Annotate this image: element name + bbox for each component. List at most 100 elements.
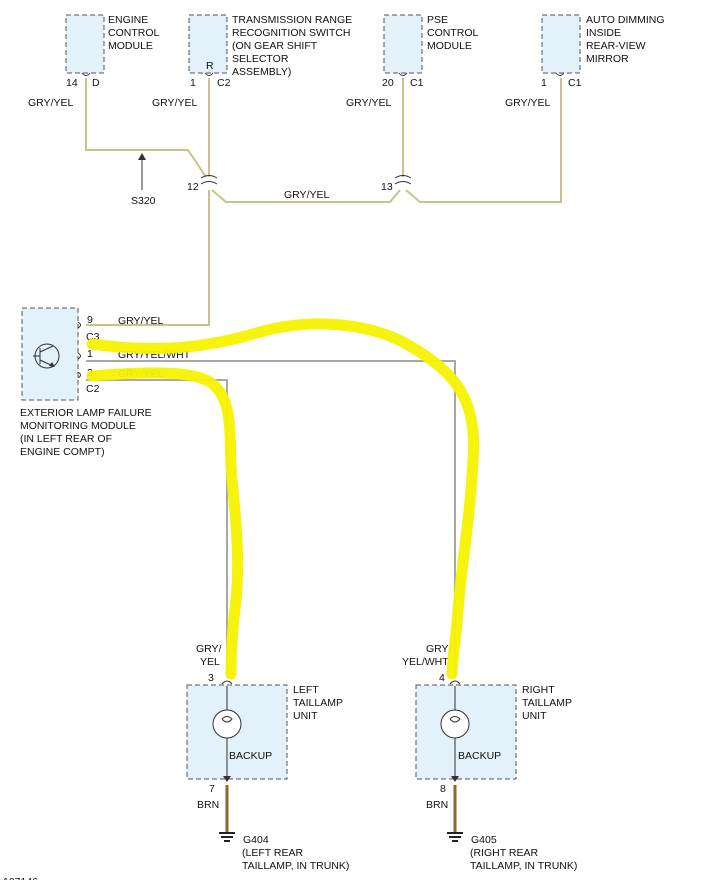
mirror-label-4: MIRROR [586,53,629,65]
highlight-right-circuit [86,318,480,680]
right-brn-label: BRN [426,799,448,811]
ecm-label-2: CONTROL [108,27,159,39]
wire-gry-yel-left [86,379,228,675]
right-tail-label-1: RIGHT [522,684,555,696]
elfm-terminals-icon [77,321,81,379]
trs-label-4: SELECTOR [232,53,289,65]
wire-gry-yel-wht [86,360,456,675]
splice-13-label: 13 [381,181,393,193]
right-tail-label-2: TAILLAMP [522,697,572,709]
mirror-connector: C1 [568,77,582,89]
splice-s320-label: S320 [131,195,156,207]
pse-control-module: PSE CONTROL MODULE 20 C1 [382,14,478,89]
wire-label-trs: GRY/YEL [152,97,197,109]
figure-id: 107146 [3,876,38,880]
wire-label-mirror: GRY/YEL [505,97,550,109]
highlight-left-circuit [86,367,244,680]
mirror-label-2: INSIDE [586,27,621,39]
transmission-range-switch: TRANSMISSION RANGE RECOGNITION SWITCH (O… [188,14,352,89]
left-taillamp-unit: BACKUP 3 7 LEFT TAILLAMP UNIT [186,672,343,795]
auto-dimming-mirror: AUTO DIMMING INSIDE REAR-VIEW MIRROR 1 C… [541,14,665,89]
ground-g405-loc-2: TAILLAMP, IN TRUNK) [470,860,577,872]
wire-splice-link [211,189,401,203]
left-brn-label: BRN [197,799,219,811]
right-tail-label-3: UNIT [522,710,547,722]
elfm-label-1: EXTERIOR LAMP FAILURE [20,407,152,419]
wire-label-ecm: GRY/YEL [28,97,73,109]
ground-g405-loc-1: (RIGHT REAR [470,847,538,859]
mirror-label-1: AUTO DIMMING [586,14,665,26]
trs-terminal-icon [204,72,214,76]
mirror-terminal-icon [555,72,565,76]
ground-g404-label: G404 [243,834,269,846]
pse-pin: 20 [382,77,394,89]
transistor-arrow-icon [49,362,55,367]
elfm-label-2: MONITORING MODULE [20,420,136,432]
trs-label-5: ASSEMBLY) [232,66,291,78]
left-tail-label-2: TAILLAMP [293,697,343,709]
elfm-pin-9: 9 [87,314,93,326]
s320-arrow-icon [138,153,146,160]
right-taillamp-unit: BACKUP 4 8 RIGHT TAILLAMP UNIT [415,672,572,795]
right-tail-top-terminal-icon [449,680,461,685]
ground-g404-loc-2: TAILLAMP, IN TRUNK) [242,860,349,872]
wire-ecm [85,78,207,178]
trs-label-1: TRANSMISSION RANGE [232,14,352,26]
transistor-leads [33,345,54,367]
ground-g405-icon [447,832,463,842]
exterior-lamp-failure-module: 9 C3 1 2 C2 EXTERIOR LAMP FAILURE MONITO… [20,307,152,458]
pse-label-1: PSE [427,14,448,26]
trs-label-2: RECOGNITION SWITCH [232,27,350,39]
splice-12-icon [200,175,218,185]
ecm-terminal-icon [81,72,91,76]
left-tail-top-terminal-icon [221,680,233,685]
elfm-label-3: (IN LEFT REAR OF [20,433,112,445]
wire-label-link: GRY/YEL [284,189,329,201]
ground-g404-icon [219,832,235,842]
left-tail-bottom-terminal-icon [223,776,231,782]
elfm-connector-c2: C2 [86,383,100,395]
ground-g404-loc-1: (LEFT REAR [242,847,303,859]
pse-label-3: MODULE [427,40,472,52]
engine-control-module: ENGINE CONTROL MODULE 14 D [65,14,159,89]
left-tail-label-1: LEFT [293,684,319,696]
elfm-label-4: ENGINE COMPT) [20,446,105,458]
splice-13-icon [394,175,412,185]
right-bulb-icon [440,709,470,739]
ecm-label-1: ENGINE [108,14,148,26]
trs-label-3: (ON GEAR SHIFT [232,40,318,52]
right-lamp-wire-label-2: YEL/WHT [402,656,449,668]
lower-wiring: GRY/YEL/WHT GRY/YEL GRY/ YEL GRY/ YEL/WH… [86,349,456,675]
right-tail-bottom-terminal-icon [451,776,459,782]
pse-connector: C1 [410,77,424,89]
left-tail-label-3: UNIT [293,710,318,722]
right-lamp-wire-label-1: GRY/ [426,643,452,655]
highlight-markup [86,318,480,680]
mirror-pin: 1 [541,77,547,89]
elfm-pin-1: 1 [87,348,93,360]
left-lamp-wire-label-1: GRY/ [196,643,222,655]
wire-label-pse: GRY/YEL [346,97,391,109]
pse-label-2: CONTROL [427,27,478,39]
left-tail-pin-7: 7 [209,783,215,795]
wire-to-elfm-9 [86,190,210,326]
right-backup-label: BACKUP [458,750,501,762]
left-tail-pin-3: 3 [208,672,214,684]
wire-mirror [405,78,562,203]
ground-wiring: BRN BRN G404 (LEFT REAR TAILLAMP, IN TRU… [197,785,577,872]
wire-label-elfm-9: GRY/YEL [118,315,163,327]
trs-connector: C2 [217,77,231,89]
left-backup-label: BACKUP [229,750,272,762]
trs-position-r: R [206,60,214,72]
ground-g405-label: G405 [471,834,497,846]
mirror-label-3: REAR-VIEW [586,40,646,52]
right-tail-pin-4: 4 [439,672,445,684]
right-bulb-filament [449,686,461,780]
left-lamp-wire-label-2: YEL [200,656,220,668]
left-bulb-icon [212,709,242,739]
ecm-pin: 14 [66,77,78,89]
right-tail-pin-8: 8 [440,783,446,795]
pse-terminal-icon [398,72,408,76]
ecm-connector: D [92,77,100,89]
